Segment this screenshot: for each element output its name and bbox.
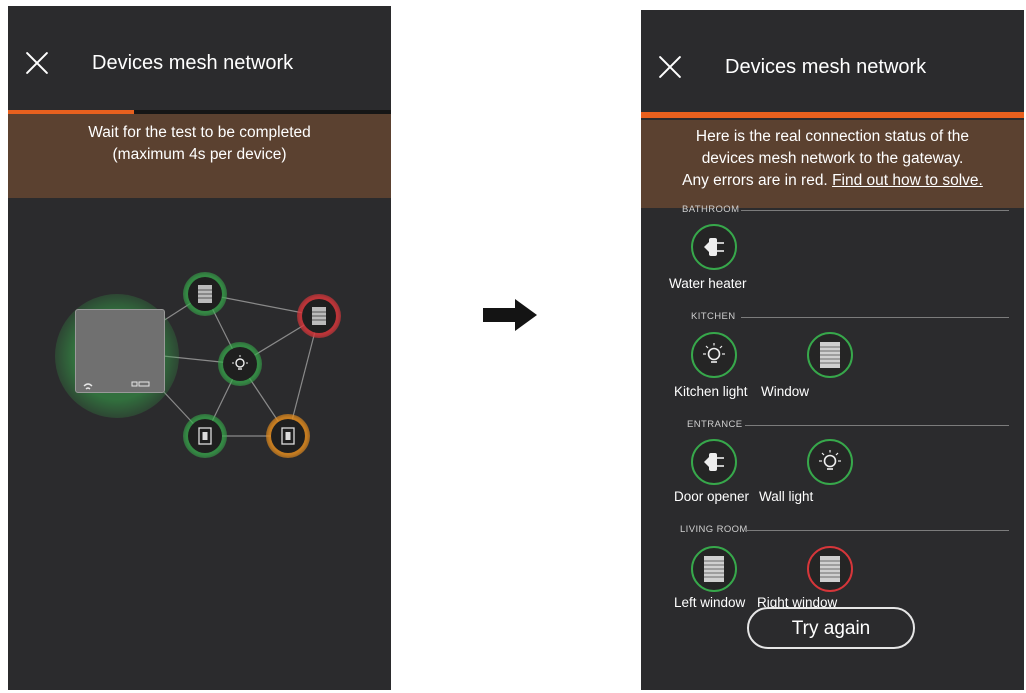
device-status-ok[interactable]	[691, 546, 737, 592]
device-status-ok[interactable]	[691, 332, 737, 378]
room-label-kitchen: KITCHEN	[691, 311, 736, 322]
banner-line: devices mesh network to the gateway.	[701, 150, 964, 167]
arrow-right-icon	[483, 299, 537, 331]
banner-line: (maximum 4s per device)	[112, 146, 287, 163]
window-icon	[704, 556, 724, 582]
info-banner: Here is the real connection status of th…	[641, 120, 1024, 208]
info-banner: Wait for the test to be completed (maxim…	[8, 114, 391, 198]
device-label: Wall light	[759, 489, 814, 504]
room-label-entrance: ENTRANCE	[687, 419, 743, 430]
plug-icon	[704, 238, 724, 256]
close-icon[interactable]	[24, 50, 50, 76]
switch-icon[interactable]	[271, 419, 305, 453]
device-label: Window	[761, 384, 810, 399]
device-label: Water heater	[669, 276, 747, 291]
device-status-ok[interactable]	[807, 439, 853, 485]
mesh-network-diagram	[8, 246, 391, 476]
device-label: Door opener	[674, 489, 750, 504]
device-status-ok[interactable]	[691, 224, 737, 270]
mesh-status-screen: Devices mesh network Here is the real co…	[641, 10, 1024, 690]
page-title: Devices mesh network	[92, 52, 294, 74]
window-icon	[820, 342, 840, 368]
try-again-button[interactable]: Try again	[747, 607, 915, 649]
device-label: Right window	[757, 595, 838, 610]
plug-icon	[704, 453, 724, 471]
window-icon[interactable]	[302, 299, 336, 333]
find-out-how-link[interactable]: Find out how to solve.	[832, 172, 983, 189]
light-bulb-icon	[703, 343, 725, 363]
header: Devices mesh network	[8, 6, 391, 110]
room-divider	[745, 530, 1009, 531]
device-label: Kitchen light	[674, 384, 748, 399]
light-bulb-icon	[819, 450, 841, 470]
close-icon[interactable]	[657, 54, 683, 80]
device-status-ok[interactable]	[691, 439, 737, 485]
device-status-ok[interactable]	[807, 332, 853, 378]
banner-line: Wait for the test to be completed	[88, 124, 311, 141]
banner-text: Any errors are in red.	[682, 172, 828, 189]
room-divider	[745, 425, 1009, 426]
window-icon[interactable]	[188, 277, 222, 311]
room-label-living-room: LIVING ROOM	[680, 524, 748, 535]
room-divider	[741, 317, 1009, 318]
room-divider	[741, 210, 1009, 211]
header: Devices mesh network	[641, 10, 1024, 114]
page-title: Devices mesh network	[725, 56, 927, 78]
window-icon	[820, 556, 840, 582]
progress-fill	[8, 110, 135, 114]
switch-icon[interactable]	[188, 419, 222, 453]
device-label: Left window	[674, 595, 746, 610]
mesh-test-screen: Devices mesh network Wait for the test t…	[8, 6, 391, 690]
room-label-bathroom: BATHROOM	[682, 204, 740, 215]
light-bulb-icon[interactable]	[223, 347, 257, 381]
banner-line: Any errors are in red. Find out how to s…	[641, 170, 1024, 192]
device-status-error[interactable]	[807, 546, 853, 592]
progress-fill	[641, 112, 1024, 118]
progress-bar	[8, 110, 391, 114]
progress-bar	[641, 112, 1024, 118]
gateway-icon	[75, 309, 165, 393]
banner-line: Here is the real connection status of th…	[695, 128, 970, 145]
